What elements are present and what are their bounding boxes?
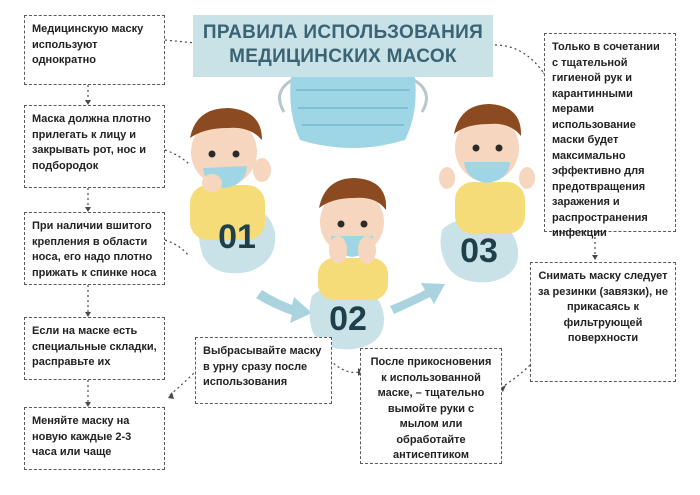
- tip-dispose: Выбрасывайте маску в урну сразу после ис…: [195, 337, 332, 404]
- tip-tight-fit: Маска должна плотно прилегать к лицу и з…: [24, 105, 165, 188]
- tip-nose-clip: При наличии вшитого крепления в области …: [24, 212, 165, 285]
- page-title: ПРАВИЛА ИСПОЛЬЗОВАНИЯ МЕДИЦИНСКИХ МАСОК: [193, 21, 493, 69]
- title-line-2: МЕДИЦИНСКИХ МАСОК: [229, 46, 457, 67]
- title-line-1: ПРАВИЛА ИСПОЛЬЗОВАНИЯ: [202, 22, 484, 43]
- child-03-illustration: [439, 104, 535, 234]
- step-number-01: 01: [218, 218, 256, 256]
- tip-combined-hygiene: Только в сочетании с тщательной гигиеной…: [544, 33, 676, 239]
- tip-single-use: Медицинскую маску используют однократно: [24, 15, 165, 85]
- step-03-blob: [440, 218, 519, 283]
- arrow-01-to-02: [256, 290, 312, 323]
- title-ribbon: [193, 15, 493, 77]
- mask-illustration: [278, 70, 428, 148]
- step-02-blob: [309, 286, 385, 350]
- tip-replace-mask: Меняйте маску на новую каждые 2-3 часа и…: [24, 407, 165, 470]
- arrow-02-to-03: [390, 283, 445, 314]
- child-01-illustration: [190, 108, 271, 240]
- step-number-02: 02: [329, 300, 367, 338]
- tip-remove-by-straps: Снимать маску следует за резинки (завязк…: [530, 262, 676, 382]
- step-number-03: 03: [460, 232, 498, 270]
- child-02-illustration: [318, 178, 388, 300]
- tip-unfold-pleats: Если на маске есть специальные складки, …: [24, 317, 165, 380]
- tip-wash-hands: После прикосновения к использованной мас…: [360, 348, 502, 464]
